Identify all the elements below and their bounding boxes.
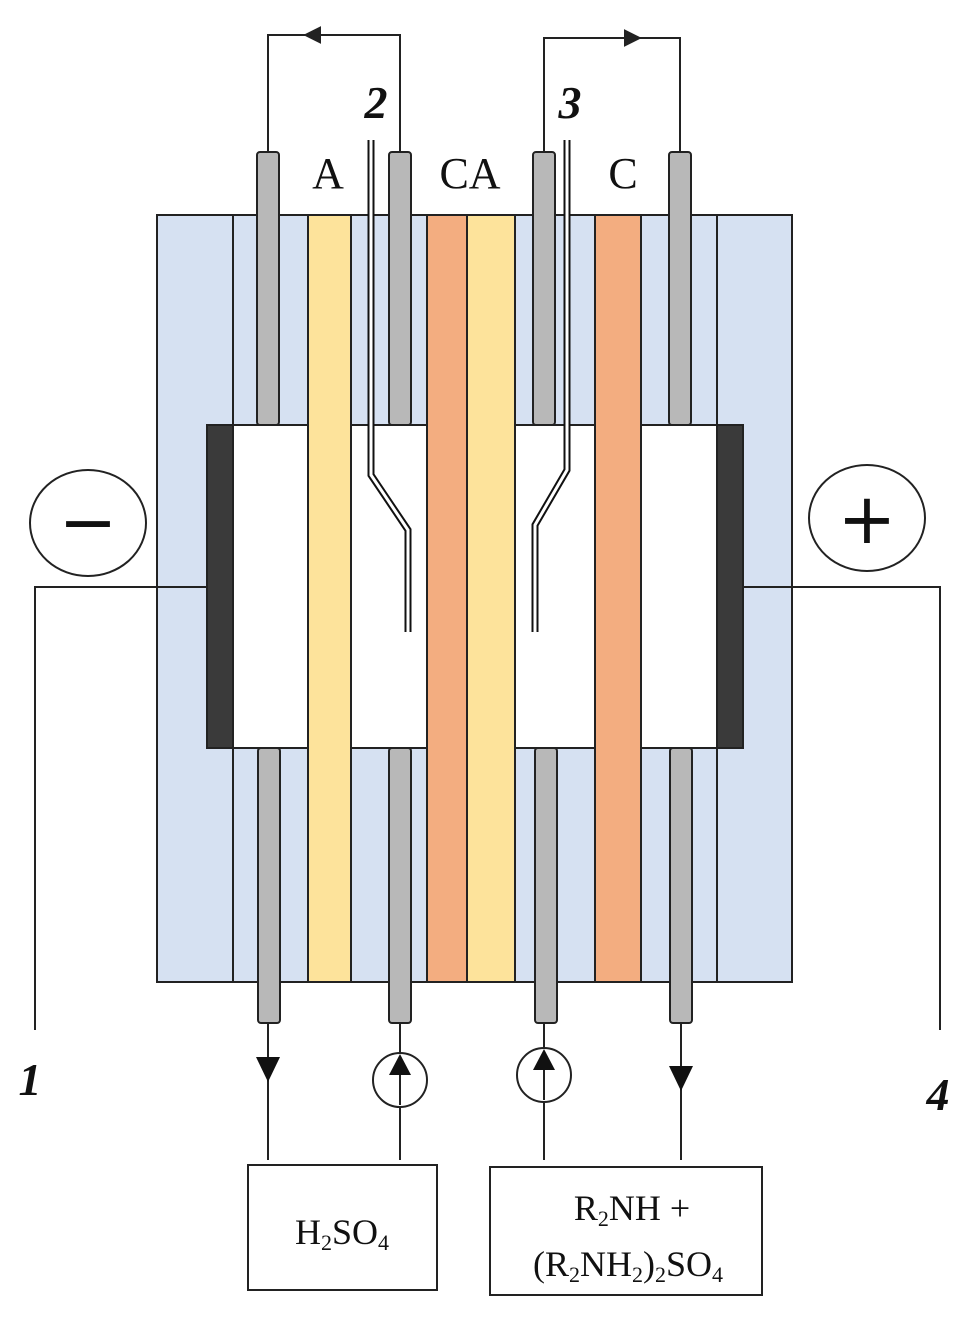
lead-1 bbox=[34, 586, 207, 1030]
tank-amine-label-line1: R2NH + bbox=[574, 1188, 690, 1231]
anion-membrane-ca bbox=[466, 214, 516, 983]
cathode-chamber bbox=[232, 424, 309, 749]
tube-top-4 bbox=[668, 151, 692, 426]
probe-3-inner bbox=[533, 140, 569, 632]
anode-sign-circle bbox=[808, 464, 926, 572]
pump-arrow-2 bbox=[389, 1054, 411, 1075]
callout-2: 2 bbox=[364, 77, 388, 128]
membrane-label-c: C bbox=[608, 149, 637, 198]
probe-2-inner bbox=[369, 140, 410, 632]
anode-sign: + bbox=[838, 478, 897, 560]
tank-h2so4-label: H2SO4 bbox=[295, 1212, 389, 1255]
anion-membrane-a bbox=[307, 214, 352, 983]
tube-bottom-1 bbox=[257, 747, 281, 1024]
tube-top-1 bbox=[256, 151, 280, 426]
tube-bottom-3 bbox=[534, 747, 558, 1024]
anode-electrode bbox=[716, 424, 744, 749]
cation-membrane-c bbox=[594, 214, 642, 983]
outlet-arrow-1 bbox=[256, 1057, 280, 1082]
callout-1: 1 bbox=[19, 1054, 42, 1105]
pump-arrow-3 bbox=[533, 1049, 555, 1070]
tube-bottom-2 bbox=[388, 747, 412, 1024]
tube-top-2 bbox=[388, 151, 412, 426]
outlet-arrow-4 bbox=[669, 1066, 693, 1091]
concentration-chamber bbox=[514, 424, 596, 749]
cation-membrane-ca bbox=[426, 214, 468, 983]
tube-bottom-4 bbox=[669, 747, 693, 1024]
anode-chamber bbox=[640, 424, 718, 749]
membrane-label-ca: CA bbox=[439, 149, 500, 198]
tank-amine bbox=[489, 1166, 763, 1296]
cathode-sign-circle bbox=[29, 469, 147, 577]
callout-3: 3 bbox=[558, 77, 582, 128]
tank-amine-label-line2: (R2NH2)2SO4 bbox=[533, 1244, 723, 1287]
tank-h2so4 bbox=[247, 1164, 438, 1291]
tube-top-3 bbox=[532, 151, 556, 426]
callout-4: 4 bbox=[926, 1069, 950, 1120]
cathode-electrode bbox=[206, 424, 234, 749]
desalination-chamber bbox=[350, 424, 428, 749]
cathode-sign: − bbox=[59, 481, 118, 563]
membrane-label-a: A bbox=[312, 149, 344, 198]
lead-4 bbox=[743, 586, 941, 1030]
